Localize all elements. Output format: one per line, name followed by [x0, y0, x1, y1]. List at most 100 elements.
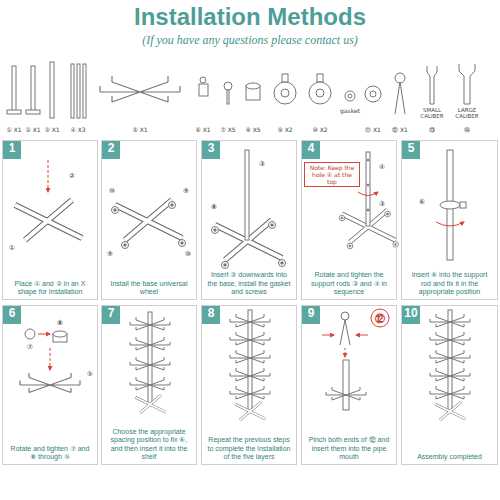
step-illustrations	[245, 150, 249, 240]
step-illustrations	[235, 402, 265, 420]
callout-number: ⑤	[87, 370, 93, 378]
step-illustrations	[212, 227, 219, 234]
parts-row	[365, 86, 381, 102]
step-caption: Place ① and ② in an X shape for Installa…	[7, 280, 93, 297]
step-caption: Pinch both ends of ⑫ and insert them int…	[306, 436, 392, 461]
step-caption: Rotate and tighten the support rods ③ an…	[306, 271, 392, 296]
step-panel: 8Repeat the previous steps to complete t…	[201, 305, 297, 465]
callout-number: ⑥	[419, 198, 425, 206]
part-label: gasket	[340, 107, 360, 114]
parts-row	[200, 77, 206, 83]
parts-row	[274, 82, 296, 104]
step-illustrations	[130, 337, 170, 350]
step-number: 10	[402, 306, 420, 324]
step-number: 7	[102, 306, 120, 324]
step-illustrations	[269, 222, 276, 229]
parts-row	[12, 66, 16, 112]
callout-number: ⑨	[107, 250, 113, 258]
step-illustrations	[366, 152, 370, 226]
step-illustrations	[367, 209, 369, 211]
step-illustrations	[235, 402, 265, 420]
part-label: SMALL CALIBER	[416, 107, 448, 119]
step-panel: 2Install the base universal wheel	[101, 140, 197, 300]
callout-number: ⑫	[375, 312, 385, 326]
callout-number: ⑦	[27, 343, 33, 351]
step-illustrations	[50, 348, 51, 370]
part-label: ⑤ X1	[132, 126, 147, 133]
parts-row	[345, 91, 355, 101]
subtitle: (If you have any questions please contac…	[142, 33, 358, 48]
step-number: 2	[102, 141, 120, 159]
step-illustrations	[393, 242, 399, 248]
step-panel: 6Rotate and tighten ⑦ and ⑧ through ⑤	[2, 305, 98, 465]
step-number: 1	[3, 141, 21, 159]
step-illustrations	[435, 402, 465, 420]
step-illustrations	[430, 314, 470, 327]
step-illustrations	[345, 348, 346, 357]
callout-number: ⑧	[211, 203, 217, 211]
part-label: ① X1	[6, 126, 21, 133]
step-caption: Choose the appropriate spacing position …	[106, 428, 192, 461]
step-illustrations	[248, 310, 252, 412]
step-illustrations	[230, 368, 270, 381]
part-label: ⑥ X1	[195, 126, 210, 133]
callout-number: ③	[259, 160, 265, 168]
step-panel: 9Pinch both ends of ⑫ and insert them in…	[301, 305, 397, 465]
callout-number: ④	[379, 163, 385, 171]
step-illustrations	[340, 320, 350, 345]
parts-row	[348, 94, 352, 98]
step-illustrations	[222, 262, 229, 269]
parts-row	[224, 82, 232, 90]
step-illustrations	[20, 373, 80, 393]
part-label: ⑫ X1	[392, 126, 408, 135]
step-illustrations	[356, 335, 368, 336]
step-illustrations	[448, 310, 452, 412]
part-label: ⑦ X5	[220, 126, 235, 133]
step-panel: 10Assembly completed	[401, 305, 498, 465]
step-number: 5	[402, 141, 420, 159]
step-illustrations	[53, 331, 67, 337]
parts-row	[100, 76, 180, 102]
parts-row	[395, 73, 405, 83]
part-label: ⑪ X1	[365, 126, 381, 135]
parts-row	[281, 89, 289, 97]
note-text: Note: Keep the hole ④ at the top	[304, 162, 360, 187]
step-illustrations	[135, 395, 165, 413]
step-illustrations	[235, 402, 265, 420]
step-illustrations	[169, 202, 176, 209]
callout-number: ⑧	[57, 319, 63, 327]
callout-number: ⑩	[109, 187, 115, 195]
step-illustrations	[130, 377, 170, 390]
step-illustrations	[341, 312, 349, 320]
step-illustrations	[15, 200, 82, 240]
callout-number: ⑬	[429, 126, 435, 135]
parts-row	[246, 83, 260, 89]
step-illustrations	[358, 192, 378, 196]
parts-row	[31, 66, 35, 112]
step-illustrations	[460, 202, 466, 208]
step-illustrations	[38, 334, 50, 335]
callout-number: ①	[9, 244, 15, 252]
part-label: ⑩ X2	[312, 126, 327, 133]
step-illustrations	[230, 332, 270, 345]
part-label: ③ X1	[44, 126, 59, 133]
step-panel: 1Place ① and ② in an X shape for Install…	[2, 140, 98, 300]
parts-row	[7, 62, 475, 118]
step-caption: Repeat the previous steps to complete th…	[206, 436, 292, 461]
step-caption: Insert ③ downwards into the base, instal…	[206, 271, 292, 296]
step-illustrations	[230, 314, 270, 327]
step-illustrations	[367, 184, 369, 186]
parts-row	[427, 66, 437, 104]
parts-row	[71, 64, 74, 118]
step-number: 6	[3, 306, 21, 324]
step-illustrations	[339, 215, 345, 221]
step-illustrations	[179, 240, 186, 247]
step-illustrations	[279, 260, 286, 267]
step-caption: Assembly completed	[406, 453, 493, 461]
parts-row	[7, 110, 21, 114]
callout-number: ⑭	[464, 126, 470, 135]
step-number: 3	[202, 141, 220, 159]
step-illustrations	[322, 335, 334, 336]
